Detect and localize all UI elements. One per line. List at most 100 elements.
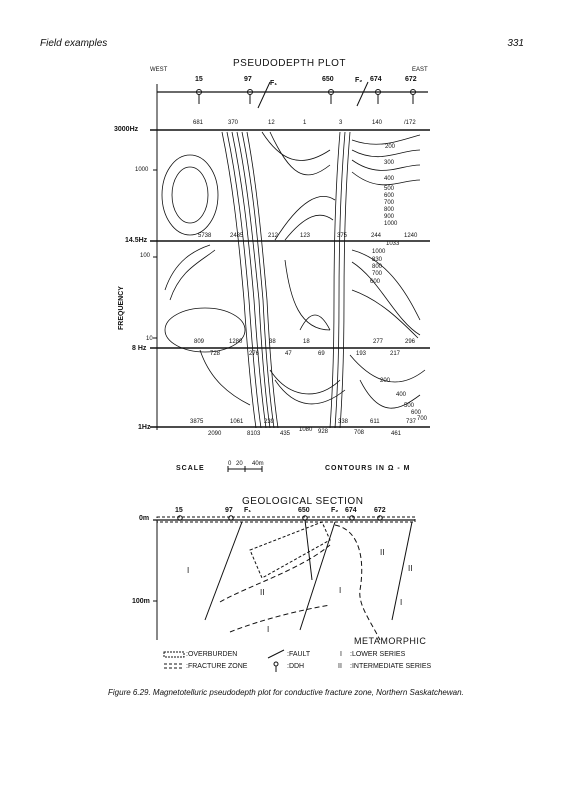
station-label: 674: [345, 507, 357, 514]
contour-label: 1000: [372, 249, 386, 255]
contour-label: 800: [384, 207, 395, 213]
value-label: 277: [373, 339, 384, 345]
value-label: 217: [390, 351, 401, 357]
station-label: 97: [244, 76, 252, 83]
value-label: 370: [228, 120, 239, 126]
value-label: 5738: [198, 233, 212, 239]
fault-line: [299, 521, 336, 631]
legend-overburden: :OVERBURDEN: [186, 651, 238, 658]
station-markers: [196, 81, 416, 109]
value-label: 38: [269, 339, 276, 345]
contour-label: 830: [372, 257, 383, 263]
fault-label: F₁: [270, 80, 278, 87]
unit-label: I: [187, 566, 190, 575]
contours-label: CONTOURS IN Ω - M: [325, 465, 411, 472]
freq-100: 100: [140, 253, 151, 259]
contour-label: 600: [370, 279, 381, 285]
section-header: Field examples: [40, 38, 108, 49]
legend-ddh: :DDH: [287, 663, 305, 670]
contour-label: 400: [384, 176, 395, 182]
value-label: 435: [280, 431, 291, 437]
unit-label: II: [408, 564, 413, 573]
contour-label: 1033: [386, 241, 400, 247]
ddh-symbol: [273, 661, 279, 667]
unit-label: II: [380, 548, 385, 557]
fault-label: F₂: [331, 507, 339, 514]
value-label: 1080: [299, 427, 313, 433]
value-label: 18: [303, 339, 310, 345]
fault-line: [391, 521, 413, 621]
value-label: 809: [194, 339, 205, 345]
station-label: 672: [405, 76, 417, 83]
legend-intermediate: :INTERMEDIATE SERIES: [350, 663, 432, 670]
contour-lines: [161, 131, 426, 429]
value-label: 1280: [229, 339, 243, 345]
value-label: 123: [300, 233, 311, 239]
value-label: 2090: [208, 431, 222, 437]
value-label: 47: [285, 351, 292, 357]
contour-label: 800: [372, 264, 383, 270]
contour-label: 700: [417, 416, 428, 422]
freq-8: 8 Hz: [132, 345, 147, 352]
value-label: 3: [339, 120, 343, 126]
unit-label: II: [260, 588, 265, 597]
unit-label: I: [339, 586, 342, 595]
unit-label: I: [400, 598, 403, 607]
station-label: 650: [298, 507, 310, 514]
station-label: 15: [195, 76, 203, 83]
fault-marker: [257, 81, 271, 109]
metamorphic-label: METAMORPHIC: [354, 636, 427, 646]
value-label: 69: [318, 351, 325, 357]
value-label: 728: [210, 351, 221, 357]
contour-label: 500: [384, 186, 395, 192]
overburden-symbol: [163, 651, 185, 658]
scale-label: SCALE: [176, 465, 205, 472]
fault-symbol: [267, 649, 285, 659]
scale-tick: 20: [236, 461, 243, 467]
depth-100-label: 100m: [132, 598, 150, 605]
value-label: 2485: [230, 233, 244, 239]
value-label: 12: [268, 120, 275, 126]
contour-label: 200: [385, 144, 396, 150]
scale-tick: 40m: [252, 461, 264, 467]
contact-line: [219, 544, 331, 603]
contact-line: [229, 604, 331, 633]
geo-title: GEOLOGICAL SECTION: [242, 496, 364, 507]
value-label: 8103: [247, 431, 261, 437]
depth-0-label: 0m: [139, 515, 150, 522]
value-label: 461: [391, 431, 402, 437]
station-label: 650: [322, 76, 334, 83]
value-label: 296: [405, 339, 416, 345]
freq-1000: 1000: [135, 167, 149, 173]
overburden-band: [156, 516, 416, 523]
east-label: EAST: [412, 67, 428, 73]
station-label: 672: [374, 507, 386, 514]
station-label: 15: [175, 507, 183, 514]
page-number: 331: [507, 38, 524, 49]
value-label: 140: [372, 120, 383, 126]
fracture-zone: [249, 521, 331, 579]
value-label: 244: [371, 233, 382, 239]
legend-inter-sym: II: [338, 663, 342, 670]
contour-label: 700: [384, 200, 395, 206]
value-label: 1: [303, 120, 307, 126]
fracture-symbol: [164, 663, 184, 669]
legend-lower: :LOWER SERIES: [350, 651, 406, 658]
legend-fault: :FAULT: [287, 651, 311, 658]
contour-label: 1000: [384, 221, 398, 227]
contour-label: 700: [372, 271, 383, 277]
value-label: 737: [406, 419, 417, 425]
fault-label: F₂: [355, 77, 363, 84]
value-label: 375: [337, 233, 348, 239]
scale-tick: 0: [228, 461, 232, 467]
value-label: 212: [268, 233, 279, 239]
freq-3000: 3000Hz: [114, 126, 139, 133]
contour-label: 600: [384, 193, 395, 199]
contour-label: 400: [396, 392, 407, 398]
value-label: 338: [338, 419, 349, 425]
value-label: 611: [370, 419, 380, 425]
fault-line: [204, 521, 243, 621]
value-label: /172: [404, 120, 416, 126]
value-label: 1061: [230, 419, 244, 425]
